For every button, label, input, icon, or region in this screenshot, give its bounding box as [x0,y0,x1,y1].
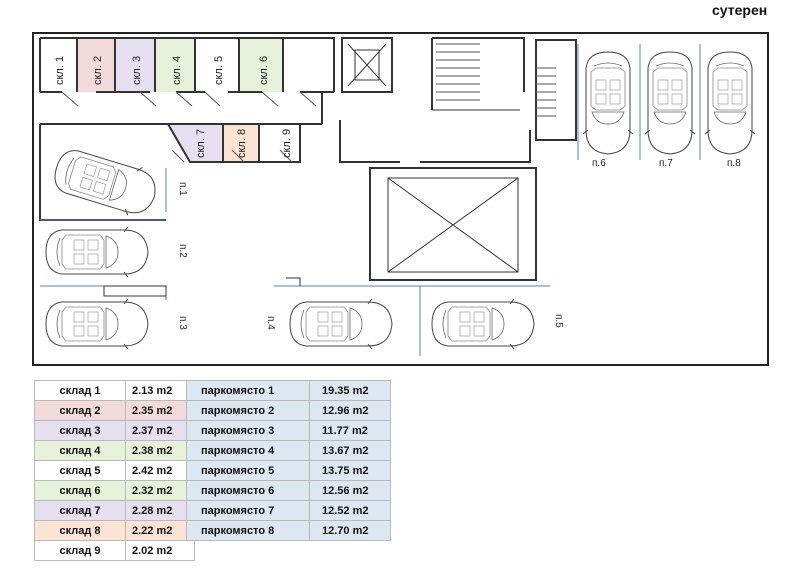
parking-label-8: п.8 [727,158,741,169]
core-walls [339,37,531,163]
parking-name: паркомясто 2 [186,400,310,421]
parking-label-3: п.3 [177,316,188,330]
storage-name: склад 4 [34,440,126,461]
parking-name: паркомясто 1 [186,380,310,401]
storage-area: 2.38 m2 [125,440,195,461]
parking-label-4: п.4 [265,316,276,330]
car-1 [48,142,163,222]
parking-label-2: п.2 [177,244,188,258]
storage-label-4: скл. 4 [171,56,183,85]
storage-area: 2.13 m2 [125,380,195,401]
storage-area: 2.35 m2 [125,400,195,421]
parking-label-1: п.1 [177,182,188,196]
storage-room-8 [224,124,258,162]
storage-label-5: скл. 5 [213,56,225,85]
storage-room-3 [116,38,154,92]
storage-label-3: скл. 3 [131,56,143,85]
car-3 [45,298,149,350]
storage-label-2: скл. 2 [92,56,104,85]
floor-plan: скл. 1 скл. 2 скл. 3 скл. 4 скл. 5 скл. … [32,32,769,366]
car-6 [582,51,634,155]
storage-name: склад 9 [34,540,126,561]
storage-room-4 [156,38,194,92]
storage-name: склад 1 [34,380,126,401]
parking-name: паркомясто 4 [186,440,310,461]
parking-area: 12.52 m2 [309,500,391,521]
outer-wall [32,32,769,366]
parking-area: 12.56 m2 [309,480,391,501]
stairs-right [536,67,556,117]
car-5 [431,298,535,350]
car-2 [45,226,149,278]
stair-right [535,39,577,141]
parking-label-7: п.7 [659,158,673,169]
storage-label-9: скл. 9 [281,129,293,158]
storage-area: 2.28 m2 [125,500,195,521]
storage-name: склад 6 [34,480,126,501]
storage-area: 2.37 m2 [125,420,195,441]
storage-label-7: скл. 7 [195,129,207,158]
parking-name: паркомясто 7 [186,500,310,521]
storage-name: склад 8 [34,520,126,541]
storage-name: склад 2 [34,400,126,421]
storage-label-6: скл. 6 [258,56,270,85]
storage-area: 2.02 m2 [125,540,195,561]
storage-room-7 [168,124,222,162]
car-4 [289,298,393,350]
parking-area: 11.77 m2 [309,420,391,441]
stairs-left [436,43,480,101]
light-shaft [369,167,537,281]
storage-room-5 [196,38,238,92]
parking-area: 19.35 m2 [309,380,391,401]
storage-area: 2.42 m2 [125,460,195,481]
parking-area: 12.70 m2 [309,520,391,541]
storage-name: склад 7 [34,500,126,521]
storage-room-9 [260,124,300,162]
storage-room-2 [78,38,114,92]
floor-title: сутерен [712,2,768,18]
car-8 [704,51,756,155]
storage-room-1 [40,38,76,92]
parking-label-5: п.5 [553,314,564,328]
parking-name: паркомясто 3 [186,420,310,441]
parking-area: 13.75 m2 [309,460,391,481]
storage-room-6 [240,38,282,92]
parking-name: паркомясто 8 [186,520,310,541]
parking-area: 13.67 m2 [309,440,391,461]
parking-name: паркомясто 5 [186,460,310,481]
storage-label-8: скл. 8 [236,129,248,158]
storage-area: 2.22 m2 [125,520,195,541]
storage-label-1: скл. 1 [54,56,66,85]
parking-label-6: п.6 [592,158,606,169]
storage-area: 2.32 m2 [125,480,195,501]
parking-area: 12.96 m2 [309,400,391,421]
parking-name: паркомясто 6 [186,480,310,501]
car-7 [644,51,696,155]
storage-name: склад 5 [34,460,126,481]
storage-name: склад 3 [34,420,126,441]
